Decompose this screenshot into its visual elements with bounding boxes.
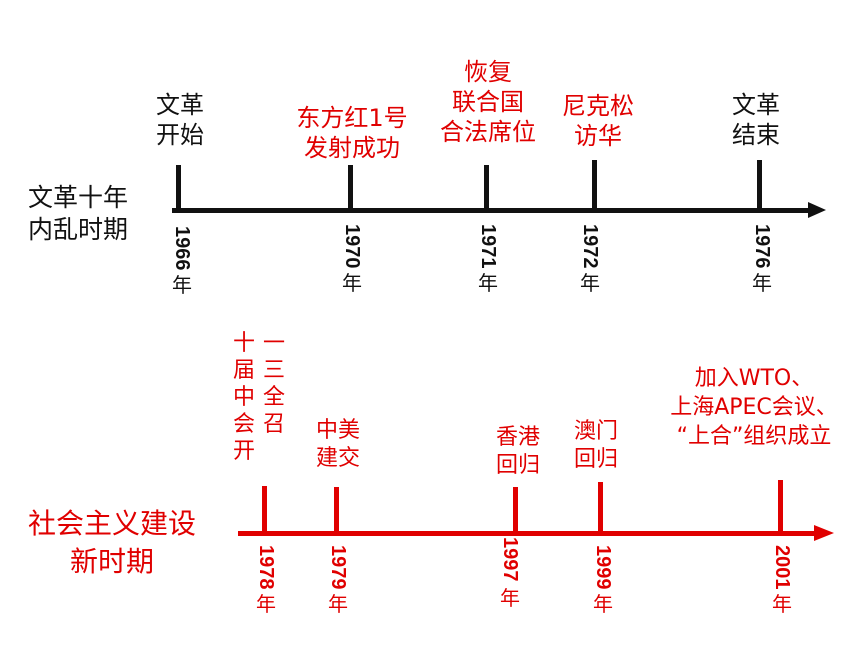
year-number: 1999: [592, 545, 614, 590]
year-number: 1972: [579, 224, 601, 269]
event-label-line: 文革: [732, 91, 780, 119]
event-label-1972: 尼克松 访华: [562, 91, 634, 151]
event-label-line: 香港: [495, 425, 541, 450]
event-label-line: 访华: [574, 122, 622, 150]
top-period-title: 文革十年 内乱时期: [28, 182, 128, 246]
year-unit: 年: [478, 271, 498, 295]
event-label-line: 尼克松: [562, 92, 634, 120]
event-label-line: 回归: [495, 453, 541, 478]
top-period-title-line1: 文革十年: [28, 183, 129, 212]
event-label-1976: 文革 结束: [732, 90, 780, 150]
event-char: 三: [262, 358, 285, 383]
event-label-1999: 澳门 回归: [574, 418, 618, 474]
bottom-axis-arrow: [814, 525, 834, 541]
top-axis-arrow: [808, 202, 826, 218]
event-label-line: 东方红1号: [296, 104, 408, 132]
year-number: 1970: [341, 224, 363, 269]
event-label-1979: 中美 建交: [316, 417, 360, 473]
year-unit: 年: [593, 592, 613, 616]
bottom-period-title: 社会主义建设 新时期: [28, 505, 196, 581]
event-char: 届: [232, 358, 255, 383]
tick-2001: [778, 480, 783, 534]
tick-1966: [176, 165, 181, 211]
event-label-line: 澳门: [573, 419, 619, 444]
bottom-period-title-line2: 新时期: [70, 545, 155, 578]
year-unit: 年: [256, 592, 276, 616]
event-label-1978-col2: 一 三 全 召: [262, 330, 286, 438]
top-axis-line: [172, 208, 812, 213]
year-unit: 年: [580, 271, 600, 295]
bottom-axis-line: [238, 531, 818, 536]
year-number: 1976: [751, 224, 773, 269]
event-label-1997: 香港 回归: [496, 424, 540, 480]
tick-1979: [334, 487, 339, 534]
event-label-1978-col1: 十 届 中 会 开: [232, 330, 256, 465]
event-char: 开: [232, 439, 255, 464]
event-label-line: “上合”组织成立: [676, 424, 832, 449]
year-unit: 年: [772, 592, 792, 616]
event-label-line: 建交: [315, 446, 361, 471]
event-label-line: 恢复: [464, 58, 512, 86]
event-label-line: 中美: [315, 418, 361, 443]
event-char: 全: [262, 385, 285, 410]
event-char: 会: [232, 412, 255, 437]
event-char: 中: [232, 385, 255, 410]
event-char: 召: [262, 412, 285, 437]
year-number: 1997: [499, 537, 521, 582]
event-label-line: 联合国: [452, 88, 524, 116]
event-label-line: 加入WTO、: [694, 366, 814, 391]
year-number: 1979: [327, 545, 349, 590]
tick-1971: [484, 165, 489, 211]
year-unit: 年: [752, 271, 772, 295]
event-label-1971: 恢复 联合国 合法席位: [440, 57, 536, 147]
event-label-line: 开始: [156, 121, 204, 149]
event-label-2001: 加入WTO、 上海APEC会议、 “上合”组织成立: [648, 364, 860, 451]
event-label-line: 结束: [732, 121, 780, 149]
year-number: 1966: [171, 226, 193, 271]
year-unit: 年: [172, 273, 192, 297]
event-label-line: 回归: [573, 447, 619, 472]
event-label-line: 发射成功: [304, 134, 400, 162]
tick-1999: [598, 482, 603, 534]
event-label-line: 上海APEC会议、: [670, 395, 838, 420]
tick-1997: [513, 487, 518, 534]
year-number: 1971: [477, 224, 499, 269]
event-label-line: 合法席位: [440, 118, 536, 146]
top-period-title-line2: 内乱时期: [28, 215, 129, 244]
event-label-line: 文革: [156, 91, 204, 119]
tick-1976: [757, 160, 762, 210]
bottom-period-title-line1: 社会主义建设: [28, 507, 197, 540]
year-unit: 年: [342, 271, 362, 295]
year-unit: 年: [328, 592, 348, 616]
tick-1970: [348, 165, 353, 211]
tick-1978: [262, 486, 267, 534]
event-char: 十: [232, 331, 255, 356]
tick-1972: [592, 160, 597, 210]
event-label-1966: 文革 开始: [156, 90, 204, 150]
year-unit: 年: [500, 586, 520, 610]
event-char: 一: [262, 331, 285, 356]
year-number: 2001: [771, 545, 793, 590]
year-number: 1978: [255, 545, 277, 590]
event-label-1970: 东方红1号 发射成功: [296, 103, 407, 163]
